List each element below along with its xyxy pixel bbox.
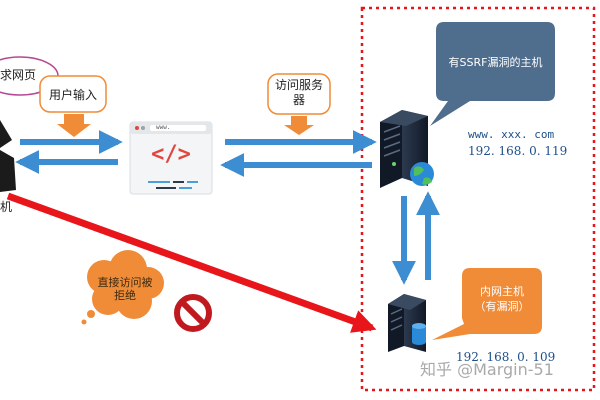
- visit-server-callout: [267, 73, 331, 135]
- internal-host-ip: 192. 168. 0. 109: [456, 350, 556, 364]
- request-page-label: 求网页: [0, 68, 37, 82]
- direct-access-denied-label: 直接访问被 拒绝: [94, 276, 156, 302]
- code-symbol-icon: </>: [151, 142, 191, 167]
- internal-host-title: 内网主机 （有漏洞）: [462, 284, 542, 314]
- user-label: 机: [0, 200, 13, 214]
- ssrf-host-ip: 192. 168. 0. 119: [468, 144, 568, 158]
- ssrf-server-icon: [380, 110, 428, 188]
- browser-window-icon: [129, 121, 213, 195]
- direct-access-line2: 拒绝: [114, 289, 136, 302]
- user-figure-icon: [0, 120, 16, 192]
- ssrf-host-domain: www. xxx. com: [468, 128, 555, 141]
- internal-host-title-line2: （有漏洞）: [474, 300, 530, 313]
- database-icon: [412, 323, 426, 345]
- user-input-label: 用户输入: [48, 88, 97, 102]
- access-denied-cloud: [81, 250, 164, 325]
- ssrf-host-callout: [430, 22, 555, 126]
- internal-host-callout: [432, 268, 542, 340]
- blocked-direct-access-arrow: [6, 192, 377, 333]
- watermark: 知乎 @Margin-51: [420, 360, 554, 379]
- internal-server-icon: [388, 294, 426, 352]
- user-input-callout: [39, 75, 107, 137]
- browser-url: www.: [156, 124, 171, 131]
- ssrf-host-title: 有SSRF漏洞的主机: [448, 56, 543, 69]
- visit-server-label: 访问服务 器: [274, 78, 323, 107]
- internal-host-title-line1: 内网主机: [480, 285, 524, 298]
- internal-network-boundary: [360, 6, 596, 392]
- direct-access-line1: 直接访问被: [97, 276, 153, 289]
- globe-icon: [410, 162, 434, 186]
- prohibited-icon: [174, 294, 212, 332]
